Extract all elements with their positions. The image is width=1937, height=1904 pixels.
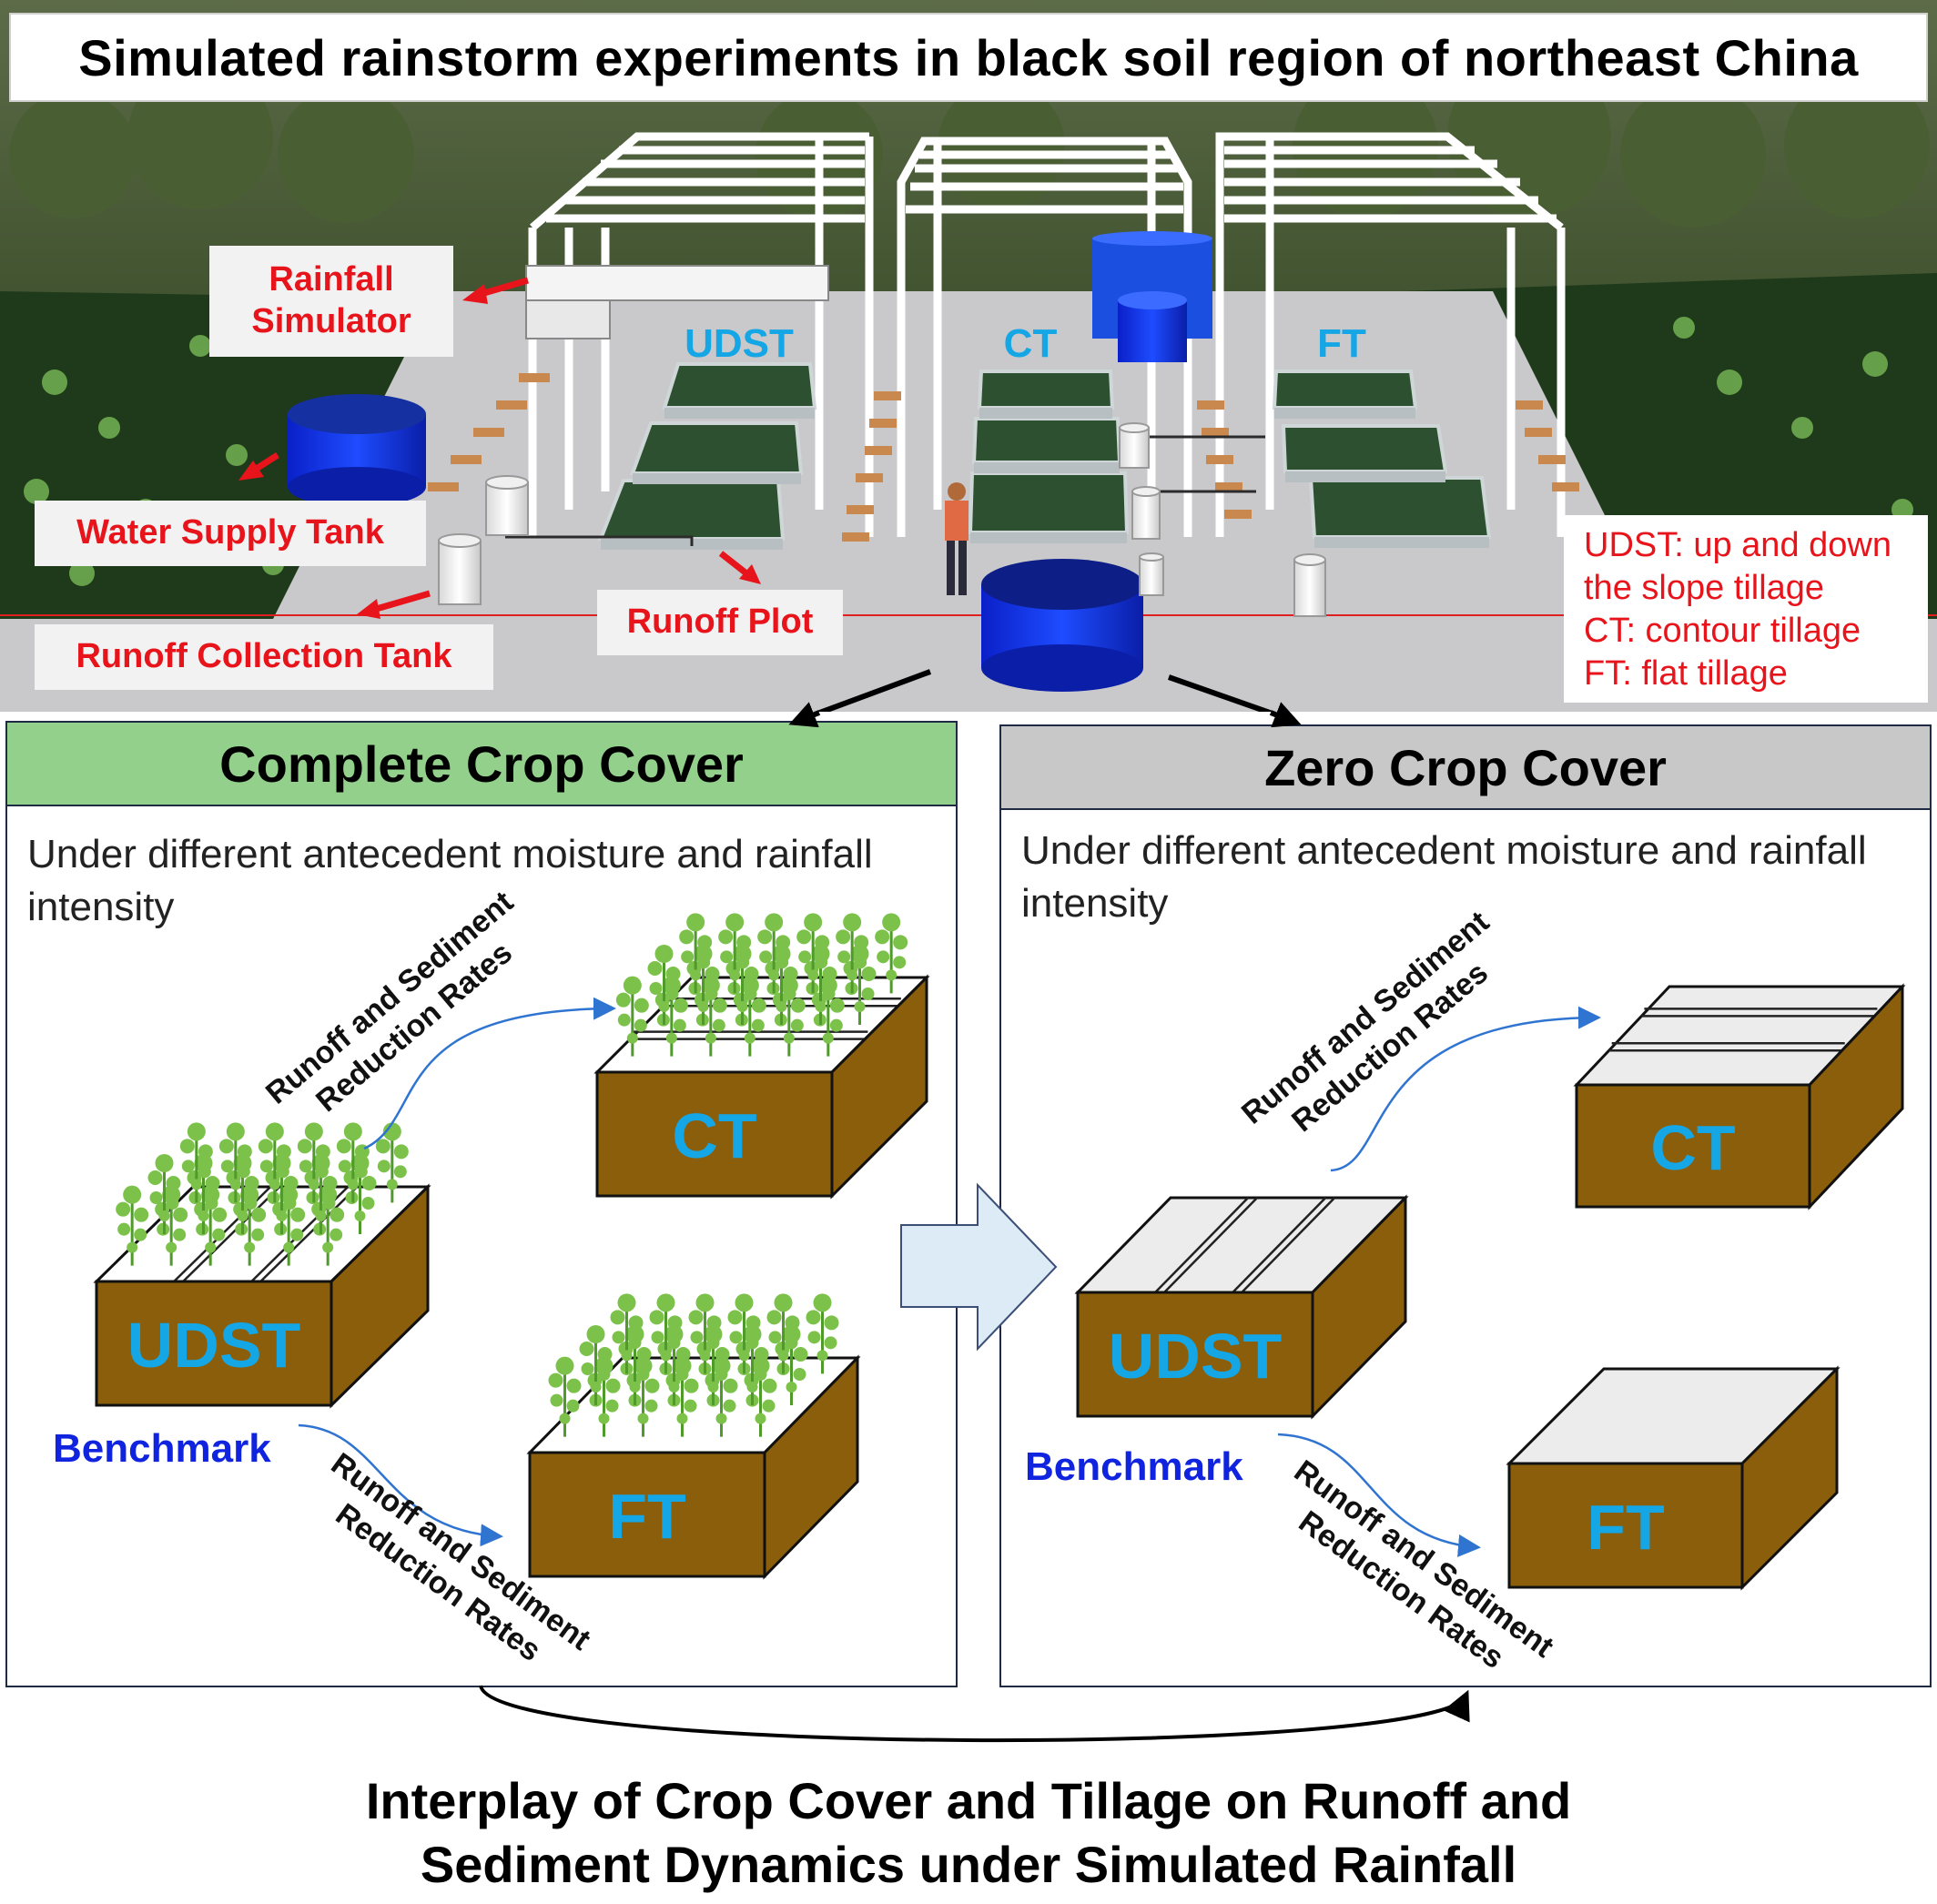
bottom-title-line-1: Interplay of Crop Cover and Tillage on R… [365,1772,1572,1829]
runoff-plots [598,362,1492,550]
scene-label-ft: FT [1317,321,1366,366]
legend-line-2: the slope tillage [1584,569,1825,607]
legend-line-1: UDST: up and down [1584,526,1891,564]
legend-line-3: CT: contour tillage [1584,612,1861,650]
rain-simulator-frames [528,132,1566,537]
callout-runoff-plot: Runoff Plot [597,590,843,655]
panel-title-zero: Zero Crop Cover [1001,726,1930,810]
scene-label-udst: UDST [685,321,794,366]
person-figure [945,482,968,595]
callout-runoff-collection-tank: Runoff Collection Tank [35,624,493,690]
legend-line-4: FT: flat tillage [1584,654,1788,693]
experiment-scene: UDST CT FT [0,0,1937,712]
panel-title-complete: Complete Crop Cover [7,723,956,806]
bottom-title-line-2: Sediment Dynamics under Simulated Rainfa… [420,1836,1517,1893]
panel-subtitle-complete: Under different antecedent moisture and … [27,832,873,929]
panel-subtitle-zero: Under different antecedent moisture and … [1021,828,1867,926]
bottom-title: Interplay of Crop Cover and Tillage on R… [0,1769,1937,1897]
flow-arrows-down [816,669,1273,712]
main-title: Simulated rainstorm experiments in black… [9,13,1928,102]
arrow-to-zero [1269,702,1302,728]
panel-complete-crop-cover: Complete Crop Cover Under different ante… [5,721,958,1687]
panel-zero-crop-cover: Zero Crop Cover Under different antecede… [999,724,1932,1687]
rainfall-simulator-head [525,299,611,339]
rainfall-simulator-unit [525,265,829,301]
blue-tanks [288,231,1212,692]
callout-water-supply-tank: Water Supply Tank [35,501,426,566]
callout-arrows [238,277,761,619]
pallets [428,373,1579,542]
bottom-connecting-arrow [479,1685,1470,1743]
abbreviation-legend: UDST: up and down the slope tillage CT: … [1564,515,1928,703]
scene-label-ct: CT [1004,321,1058,366]
callout-rainfall-simulator: Rainfall Simulator [209,246,453,357]
collection-tanks [438,422,1326,617]
